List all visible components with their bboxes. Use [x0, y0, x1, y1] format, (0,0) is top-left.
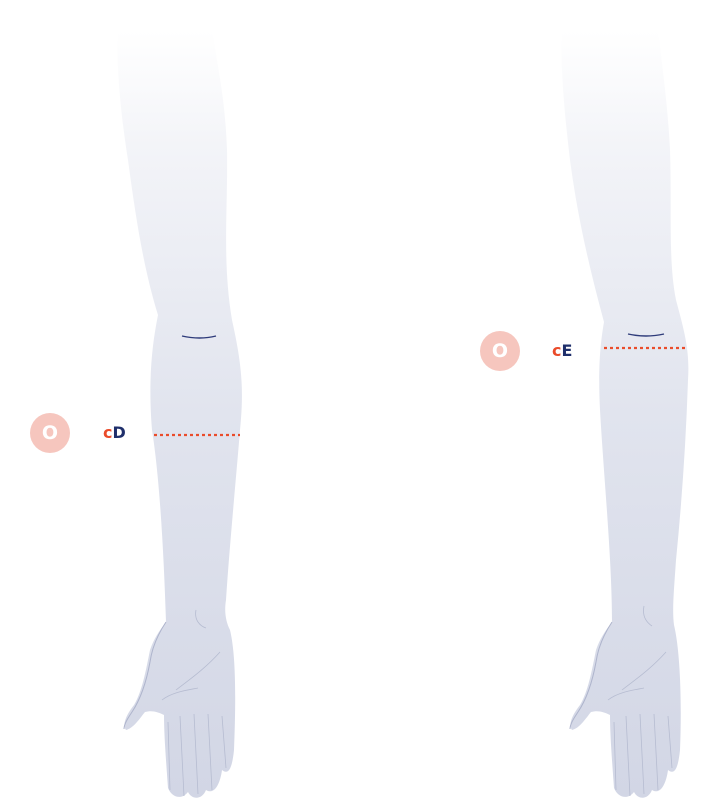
right-arm — [561, 30, 688, 798]
right-arm-body — [561, 30, 688, 798]
left-arm-body — [117, 30, 241, 798]
left-measure-label: cD — [103, 425, 126, 441]
left-arm — [117, 30, 241, 798]
right-measure-label: cE — [552, 343, 572, 359]
right-measure-label-code: E — [561, 341, 572, 360]
left-measure-label-code: D — [112, 423, 125, 442]
left-marker-badge: O — [30, 413, 70, 453]
right-marker-badge: O — [480, 331, 520, 371]
